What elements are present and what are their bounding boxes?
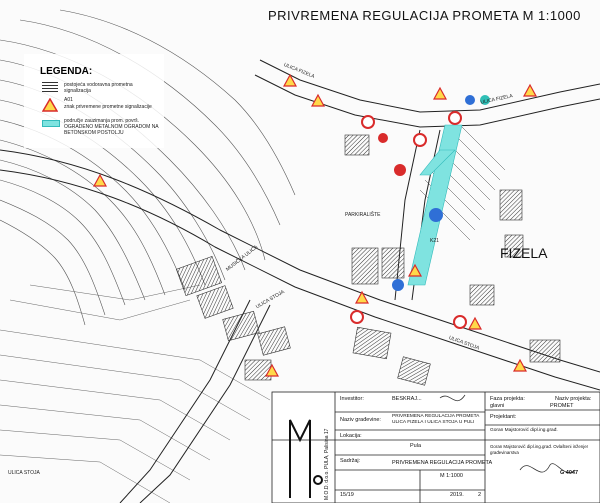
tb-mjerilo: M 1:1000 [440,473,463,479]
stop-sign-icon [378,133,388,143]
tb-lokacija-value: Pula [410,443,422,449]
street-label: ULICA STOJA [8,470,40,476]
buildings [175,134,561,386]
tb-projektant-label: Projektant: [490,414,517,420]
warning-sign-icon [42,98,58,112]
tb-naziv-value: PRIVREMENA REGULACIJA PROMETA ULICA FIZE… [392,414,480,425]
info-sign-icon [480,95,490,105]
prohibitory-sign-icon [350,310,364,324]
parking-label: PARKIRALIŠTE [345,212,381,218]
tb-ovlastenje: Goran Majstorović dipl.ing.građ. Ovlašte… [490,444,589,455]
mandatory-signs [392,95,490,291]
warning-sign-icon [467,316,483,330]
tb-naziv-projekta-value: PROMET [550,403,574,409]
prohibitory-sign-icon [448,111,462,125]
tb-datum: 2019. [450,492,464,498]
tb-naziv-projekta-label: Naziv projekta: [555,396,592,402]
tb-firma: M.O.D. d.o.o. PULA, Palisina 17 [324,428,330,500]
tb-broj: 15/19 [340,492,354,498]
tb-projektant-value: Goran Majstorović dipl.ing.građ. [490,428,558,433]
warning-sign-icon [92,173,108,187]
closure-zone [407,124,463,286]
title-block [271,391,600,503]
horizontal-signage-swatch [42,82,58,92]
closure-zone-swatch [42,120,60,127]
prohibitory-signs [350,111,467,329]
area-label: FIZELA [500,245,548,261]
signature [439,394,576,473]
tb-investitor-label: Investitor: [340,396,364,402]
legend-item-2: znak privremene prometne signalizacije [64,104,152,110]
legend-sign-code: A01 [64,97,73,103]
tb-sadrzaj-value: PRIVREMENA REGULACIJA PROMETA [392,460,493,466]
tb-lokacija-label: Lokacija: [340,433,362,439]
tb-broj-ovlastenja: G 4047 [560,470,579,476]
warning-sign-icon [432,86,448,100]
warning-sign-icon [522,83,538,97]
legend-item-1: postojeća vodoravna prometna signalizaci… [64,82,133,94]
warning-sign-icon [512,358,528,372]
legend-title: LEGENDA: [40,66,93,77]
tb-faza-label: Faza projekta: [490,396,525,402]
legend [24,54,164,148]
drawing-title: PRIVREMENA REGULACIJA PROMETA M 1:1000 [268,8,581,23]
warning-sign-icon [310,93,326,107]
tb-list: 2 [478,492,482,498]
parcel-lines-lower [0,284,271,503]
company-logo [289,419,323,498]
tb-investitor-value: BESKRAJ... [392,396,422,402]
prohibitory-sign-icon [453,315,467,329]
tb-naziv-label: Naziv građevine: [340,417,381,423]
warning-sign-icon [264,363,280,377]
warning-sign-icon [354,290,370,304]
warning-sign-icon [407,263,423,277]
warning-signs [92,73,538,377]
tb-sadrzaj-label: Sadržaj: [340,458,361,464]
closure-zone-2 [419,149,456,176]
no-entry-sign-icon [394,164,406,176]
tb-faza-value: glavni [490,403,505,409]
mandatory-direction-icon [429,208,443,222]
sign-code-label: K21 [430,238,439,244]
warning-sign-icon [282,73,298,87]
legend-item-3: područje zauzimanja prom. površ. OGRADEN… [64,118,159,136]
prohibitory-sign-icon [413,133,427,147]
prohibitory-sign-icon [361,115,375,129]
roads [0,59,600,503]
mandatory-direction-icon [392,279,404,291]
mandatory-direction-icon [465,95,475,105]
